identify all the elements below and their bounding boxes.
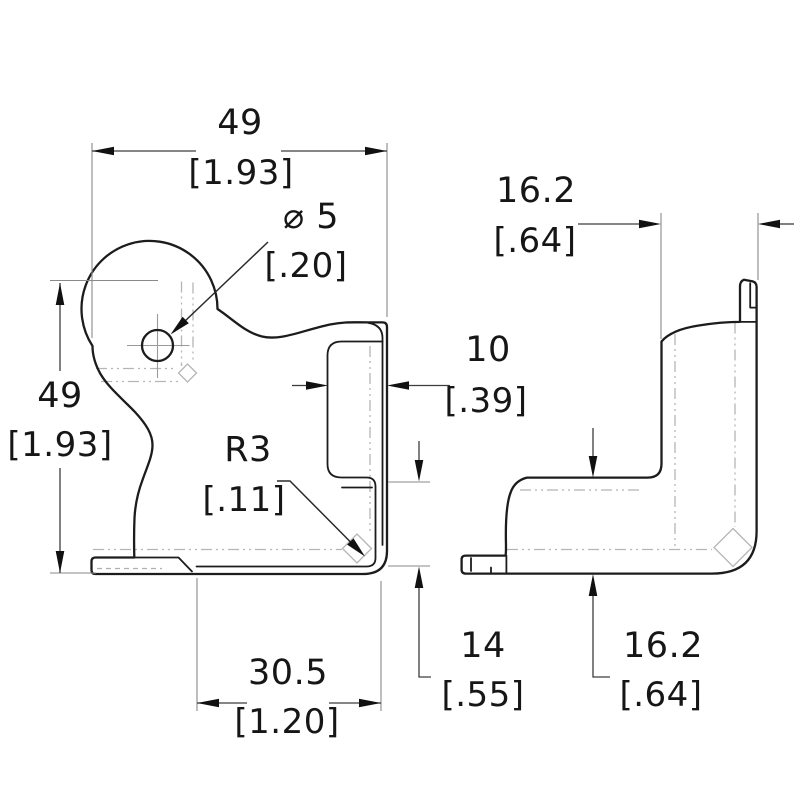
arrowhead bbox=[197, 698, 219, 708]
dim-dual-text: [.64] bbox=[619, 675, 702, 715]
arrowhead bbox=[365, 146, 387, 156]
extension-line bbox=[388, 481, 430, 567]
dim-primary-text: ⌀ 5 bbox=[283, 197, 339, 237]
arrowhead bbox=[588, 574, 598, 596]
dim-primary-text: 49 bbox=[37, 376, 83, 416]
dim-primary-text: R3 bbox=[224, 430, 272, 470]
dim-dual-text: [.39] bbox=[444, 381, 527, 421]
arrowhead bbox=[758, 219, 780, 229]
dimension-line bbox=[418, 586, 431, 678]
dim-primary-text: 10 bbox=[465, 330, 511, 370]
extension-line bbox=[196, 578, 382, 711]
dim-dual-text: [1.93] bbox=[188, 153, 293, 193]
dim-dual-text: [.64] bbox=[493, 221, 576, 261]
corner-relief-mark bbox=[177, 363, 198, 383]
dim-height-left: 49 [1.93] bbox=[7, 279, 158, 574]
dim-base-width: 30.5 [1.20] bbox=[196, 578, 382, 742]
arrowhead bbox=[414, 566, 424, 588]
arrowhead bbox=[588, 456, 598, 478]
dim-hole-diameter: ⌀ 5 [.20] bbox=[170, 197, 347, 335]
dimension-line bbox=[592, 595, 610, 678]
dim-dual-text: [.11] bbox=[202, 480, 285, 520]
extension-line bbox=[660, 213, 759, 339]
extension-line bbox=[91, 143, 388, 338]
arrowhead bbox=[170, 316, 189, 335]
arrowhead bbox=[347, 538, 365, 557]
side-flange-notch-edge bbox=[195, 340, 384, 568]
corner-relief-mark bbox=[341, 533, 373, 564]
dim-dual-text: [.55] bbox=[441, 675, 524, 715]
front-view bbox=[80, 239, 389, 576]
arrowhead bbox=[387, 381, 409, 390]
bottom-flange-edge bbox=[133, 556, 193, 573]
arrowhead bbox=[55, 551, 65, 573]
dim-width-top: 49 [1.93] bbox=[91, 103, 388, 338]
tab-thickness-edge bbox=[749, 282, 758, 309]
flange-thickness-edge bbox=[367, 321, 384, 546]
dim-dual-text: [.20] bbox=[264, 246, 347, 286]
arrowhead bbox=[359, 698, 381, 708]
leader-line bbox=[173, 241, 269, 333]
side-view bbox=[460, 278, 758, 575]
mounting-hole bbox=[140, 328, 175, 363]
arrowhead bbox=[639, 219, 661, 229]
arrowhead bbox=[306, 381, 328, 390]
arrowhead bbox=[92, 146, 114, 156]
dim-dual-text: [1.93] bbox=[7, 425, 112, 465]
dim-primary-text: 16.2 bbox=[496, 171, 576, 211]
dim-side-height: 16.2 [.64] bbox=[588, 428, 703, 715]
dim-flange-height: 14 [.55] bbox=[388, 441, 524, 715]
corner-relief-mark bbox=[713, 527, 753, 568]
dim-bend-radius: R3 [.11] bbox=[202, 430, 365, 557]
dim-primary-text: 14 bbox=[460, 626, 506, 666]
dim-notch-depth: 10 [.39] bbox=[292, 330, 527, 421]
dim-depth-top: 16.2 [.64] bbox=[493, 171, 794, 339]
leader-line bbox=[277, 480, 353, 545]
arrowhead bbox=[414, 460, 424, 482]
extension-line bbox=[50, 279, 158, 574]
front-outline bbox=[80, 239, 389, 576]
dim-dual-text: [1.20] bbox=[234, 702, 339, 742]
dim-primary-text: 49 bbox=[217, 103, 263, 143]
dim-primary-text: 16.2 bbox=[623, 626, 703, 666]
side-outline bbox=[460, 278, 758, 575]
arrowhead bbox=[55, 283, 65, 305]
dim-primary-text: 30.5 bbox=[248, 653, 328, 693]
